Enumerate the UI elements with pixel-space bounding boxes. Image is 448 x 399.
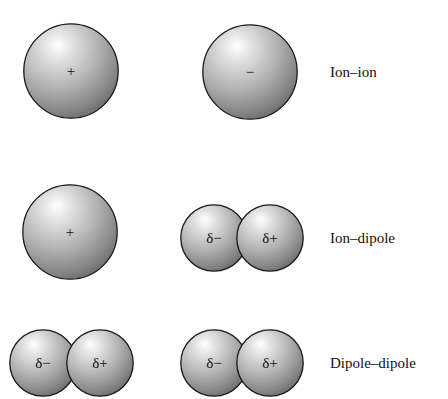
dipole-sphere: δ+ [236, 329, 304, 397]
charge-label: δ+ [66, 329, 134, 397]
dipole-sphere: δ− [180, 204, 248, 272]
dipole-sphere: δ+ [236, 204, 304, 272]
interaction-label: Dipole–dipole [330, 355, 416, 372]
ion-sphere: − [202, 24, 298, 120]
interaction-label: Ion–ion [330, 64, 377, 81]
interaction-label: Ion–dipole [330, 230, 395, 247]
charge-label: δ− [9, 329, 77, 397]
dipole-sphere: δ− [180, 329, 248, 397]
charge-label: δ+ [236, 329, 304, 397]
charge-label: + [23, 23, 119, 119]
charge-label: δ− [180, 204, 248, 272]
charge-label: + [22, 184, 118, 280]
dipole-sphere: δ− [9, 329, 77, 397]
dipole-sphere: δ+ [66, 329, 134, 397]
charge-label: δ+ [236, 204, 304, 272]
charge-label: − [202, 24, 298, 120]
ion-sphere: + [22, 184, 118, 280]
ion-sphere: + [23, 23, 119, 119]
charge-label: δ− [180, 329, 248, 397]
